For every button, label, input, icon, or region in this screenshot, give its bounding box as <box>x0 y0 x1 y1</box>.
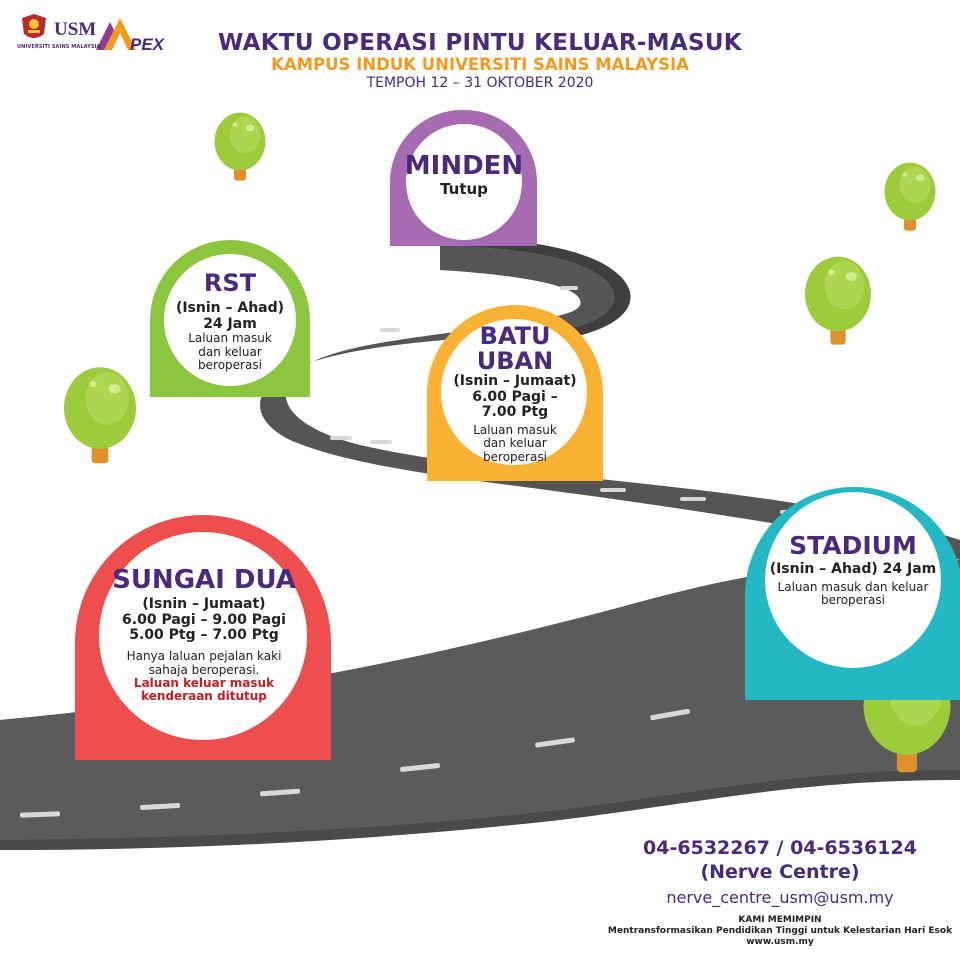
tree-top-left <box>214 112 266 181</box>
phone-numbers: 04-6532267 / 04-6536124 <box>643 837 917 859</box>
tree-left <box>64 367 136 464</box>
gate-name-batu-uban-2: UBAN <box>476 347 554 375</box>
gate-note-rst-2: dan keluar <box>198 344 262 359</box>
svg-text:PEX: PEX <box>130 35 166 54</box>
usm-crest-icon <box>22 14 46 38</box>
gate-name-batu-uban-1: BATU <box>479 322 551 350</box>
gate-note-batu-uban-3: beroperasi <box>483 449 547 464</box>
gate-warning-sungai-dua-1: Laluan keluar masuk <box>133 676 275 690</box>
label-rst: RST (Isnin – Ahad) 24 Jam Laluan masuk d… <box>165 270 295 373</box>
page-subtitle: KAMPUS INDUK UNIVERSITI SAINS MALAYSIA <box>271 55 689 74</box>
label-minden: MINDEN Tutup <box>404 151 524 199</box>
gate-hours-rst: 24 Jam <box>203 315 257 332</box>
gate-hours-batu-uban-2: 7.00 Ptg <box>481 404 549 421</box>
footer: KAMI MEMIMPIN Mentransformasikan Pendidi… <box>600 915 960 948</box>
gate-note-sungai-dua-2: sahaja beroperasi. <box>148 662 260 677</box>
contact-block: 04-6532267 / 04-6536124 (Nerve Centre) n… <box>600 836 960 907</box>
gate-hours-batu-uban-1: 6.00 Pagi – <box>472 388 558 405</box>
tree-mid-right <box>805 256 871 345</box>
gate-note-stadium-1: Laluan masuk dan keluar <box>777 579 929 594</box>
pin-batu-uban <box>427 305 603 481</box>
gate-name-rst: RST <box>203 269 257 297</box>
pin-sungai-dua <box>75 515 331 760</box>
gate-days-sungai-dua: (Isnin – Jumaat) <box>142 596 266 613</box>
gate-name-stadium: STADIUM <box>789 531 917 560</box>
phone-label: (Nerve Centre) <box>700 861 860 883</box>
gate-note-sungai-dua-1: Hanya laluan pejalan kaki <box>126 649 282 664</box>
gate-note-batu-uban-2: dan keluar <box>483 436 547 451</box>
tree-top-right <box>884 162 936 231</box>
label-sungai-dua: SUNGAI DUA (Isnin – Jumaat) 6.00 Pagi – … <box>108 565 300 704</box>
gate-note-batu-uban-1: Laluan masuk <box>473 423 557 438</box>
contact-email: nerve_centre_usm@usm.my <box>666 888 894 907</box>
pin-minden <box>390 109 537 246</box>
gate-warning-sungai-dua-2: kenderaan ditutup <box>141 689 267 704</box>
gate-days-rst: (Isnin – Ahad) <box>175 299 285 316</box>
label-batu-uban: BATU UBAN (Isnin – Jumaat) 6.00 Pagi – 7… <box>445 324 585 464</box>
gate-note-stadium-2: beroperasi <box>821 593 885 608</box>
gate-name-minden: MINDEN <box>404 151 524 181</box>
footer-website: www.usm.my <box>746 937 814 947</box>
gate-name-sungai-dua: SUNGAI DUA <box>112 565 296 595</box>
pin-rst <box>150 240 310 397</box>
gate-days-batu-uban: (Isnin – Jumaat) <box>453 373 577 389</box>
pin-stadium <box>745 486 960 700</box>
period-text: TEMPOH 12 – 31 OKTOBER 2020 <box>366 75 594 91</box>
gate-hours-stadium: (Isnin – Ahad) 24 Jam <box>769 561 937 577</box>
gate-note-rst-1: Laluan masuk <box>188 331 272 346</box>
page-title: WAKTU OPERASI PINTU KELUAR-MASUK <box>218 30 742 56</box>
gate-note-rst-3: beroperasi <box>198 358 262 373</box>
gate-hours-sungai-dua-2: 5.00 Ptg – 7.00 Ptg <box>129 627 279 644</box>
footer-tagline: Mentransformasikan Pendidikan Tinggi unt… <box>607 926 953 936</box>
gate-hours-sungai-dua-1: 6.00 Pagi – 9.00 Pagi <box>122 611 286 628</box>
label-stadium: STADIUM (Isnin – Ahad) 24 Jam Laluan mas… <box>763 532 943 608</box>
footer-slogan: KAMI MEMIMPIN <box>738 915 822 925</box>
apex-logo: PEX <box>96 18 166 54</box>
usm-university-name: UNIVERSITI SAINS MALAYSIA <box>17 44 101 50</box>
gate-status-minden: Tutup <box>440 180 488 199</box>
usm-logo: USM <box>54 19 96 40</box>
svg-text:USM: USM <box>54 19 96 40</box>
